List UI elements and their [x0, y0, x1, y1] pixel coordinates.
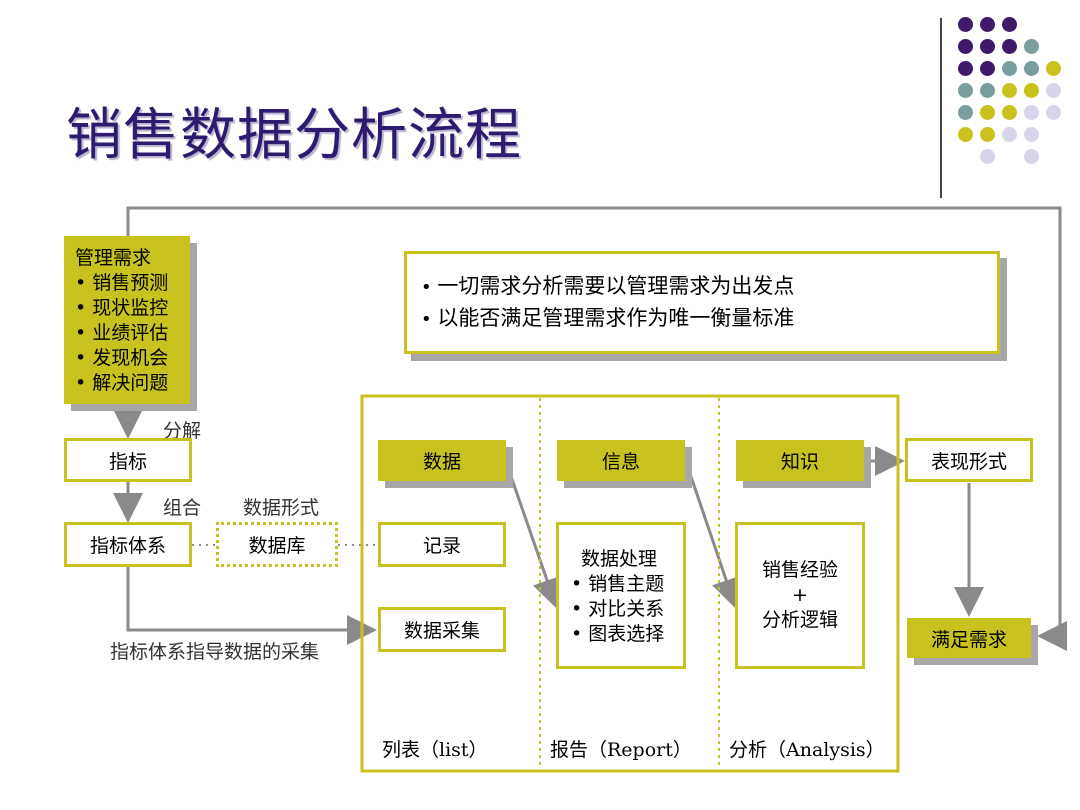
- decoration-dot: [958, 17, 973, 32]
- label-combine: 组合: [163, 497, 202, 519]
- list-item: 销售主题: [571, 572, 664, 597]
- presentation-box: 表现形式: [905, 438, 1033, 482]
- processing-heading: 数据处理: [581, 548, 658, 570]
- loop-arrow: [126, 206, 1067, 651]
- processing-box: 数据处理 销售主题 对比关系 图表选择: [556, 522, 686, 669]
- management-list: 销售预测 现状监控 业绩评估 发现机会 解决问题: [75, 271, 168, 396]
- info-box: 信息: [557, 440, 685, 481]
- decoration-dot: [1002, 39, 1017, 54]
- column-caption-analysis: 分析（Analysis）: [729, 739, 885, 761]
- decoration-dot: [1024, 105, 1039, 120]
- decoration-dot: [1002, 83, 1017, 98]
- principles-box: 一切需求分析需要以管理需求为出发点 以能否满足管理需求作为唯一衡量标准: [404, 251, 1000, 354]
- title-divider: [940, 18, 942, 198]
- column-caption-report: 报告（Report）: [550, 739, 692, 761]
- list-item: 销售预测: [75, 271, 168, 296]
- decoration-dot: [980, 61, 995, 76]
- management-needs-box: 管理需求 销售预测 现状监控 业绩评估 发现机会 解决问题: [64, 236, 190, 404]
- dot-grid-decoration: [958, 14, 1068, 179]
- column-caption-list: 列表（list）: [382, 739, 488, 761]
- decoration-dot: [980, 127, 995, 142]
- decoration-dot: [1046, 83, 1061, 98]
- arrow-guide: [126, 567, 377, 645]
- decoration-dot: [1046, 105, 1061, 120]
- decoration-dot: [1024, 61, 1039, 76]
- decoration-dot: [958, 39, 973, 54]
- page-title: 销售数据分析流程: [66, 103, 522, 168]
- data-collect-box: 数据采集: [378, 607, 506, 652]
- list-item: 业绩评估: [75, 321, 168, 346]
- decoration-dot: [980, 149, 995, 164]
- database-box: 数据库: [216, 522, 338, 567]
- decoration-dot: [1024, 83, 1039, 98]
- label-guide: 指标体系指导数据的采集: [110, 641, 320, 663]
- principle-item: 一切需求分析需要以管理需求为出发点: [421, 271, 794, 303]
- analysis-line3: 分析逻辑: [761, 609, 838, 631]
- principle-item: 以能否满足管理需求作为唯一衡量标准: [421, 303, 794, 335]
- decoration-dot: [1002, 127, 1017, 142]
- decoration-dot: [958, 127, 973, 142]
- label-decompose: 分解: [163, 420, 202, 442]
- decoration-dot: [1024, 127, 1039, 142]
- principles-list: 一切需求分析需要以管理需求为出发点 以能否满足管理需求作为唯一衡量标准: [421, 271, 794, 335]
- decoration-dot: [980, 105, 995, 120]
- analysis-logic-box: 销售经验 + 分析逻辑: [735, 522, 865, 669]
- decoration-dot: [1002, 61, 1017, 76]
- satisfy-needs-box: 满足需求: [907, 618, 1031, 658]
- decoration-dot: [980, 39, 995, 54]
- decoration-dot: [980, 83, 995, 98]
- knowledge-box: 知识: [736, 440, 864, 481]
- list-item: 对比关系: [571, 597, 664, 622]
- analysis-line1: 销售经验: [761, 559, 838, 581]
- data-box: 数据: [378, 440, 506, 481]
- record-box: 记录: [378, 522, 506, 567]
- decoration-dot: [958, 83, 973, 98]
- decoration-dot: [980, 17, 995, 32]
- analysis-line2: +: [792, 584, 808, 606]
- flow-container: [360, 394, 900, 773]
- arrow-data-processing: [504, 461, 562, 609]
- decoration-dot: [958, 61, 973, 76]
- decoration-dot: [1046, 61, 1061, 76]
- list-item: 图表选择: [571, 622, 664, 647]
- decoration-dot: [958, 105, 973, 120]
- list-item: 发现机会: [75, 346, 168, 371]
- decoration-dot: [1002, 17, 1017, 32]
- list-item: 现状监控: [75, 296, 168, 321]
- decoration-dot: [1002, 105, 1017, 120]
- processing-list: 销售主题 对比关系 图表选择: [571, 572, 664, 647]
- decoration-dot: [1024, 149, 1039, 164]
- label-data-form: 数据形式: [243, 497, 320, 519]
- indicator-box: 指标: [64, 438, 192, 482]
- management-heading: 管理需求: [75, 247, 152, 269]
- list-item: 解决问题: [75, 371, 168, 396]
- decoration-dot: [1024, 39, 1039, 54]
- arrow-info-analysis: [684, 461, 741, 609]
- indicator-system-box: 指标体系: [64, 522, 192, 567]
